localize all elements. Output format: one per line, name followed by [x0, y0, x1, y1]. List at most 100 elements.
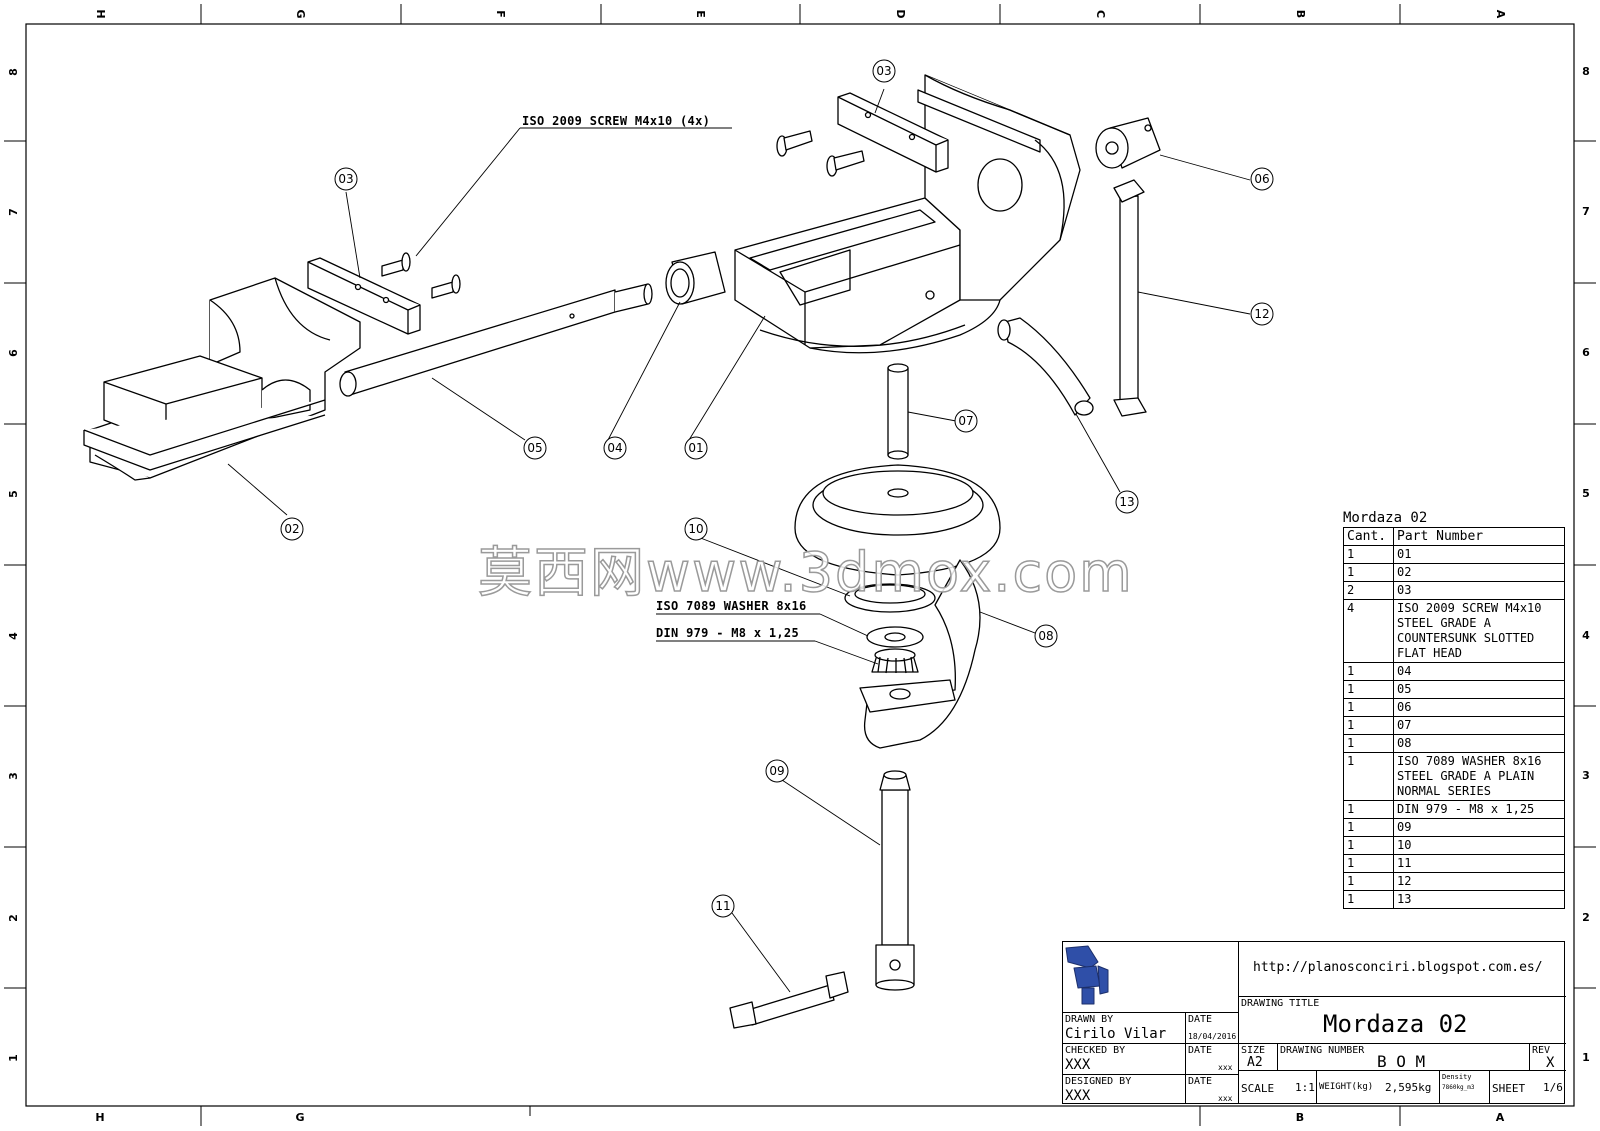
bom-part: DIN 979 - M8 x 1,25	[1393, 800, 1565, 819]
bom-qty: 1	[1343, 836, 1394, 855]
zone-top-H: H	[94, 9, 107, 18]
zone-bottom-G: G	[295, 1111, 304, 1124]
bom-qty: 4	[1343, 599, 1394, 663]
part-05-spindle	[339, 283, 653, 397]
balloon-b03b: 03	[872, 59, 896, 83]
bom-qty: 1	[1343, 818, 1394, 837]
bom-qty: 1	[1343, 698, 1394, 717]
balloon-label-b03a: 03	[338, 172, 353, 186]
zone-top-E: E	[694, 10, 707, 18]
bom-part: 02	[1393, 563, 1565, 582]
zone-top-A: A	[1494, 10, 1507, 19]
bom-part: 04	[1393, 662, 1565, 681]
balloon-label-b02: 02	[284, 522, 299, 536]
bom-qty: 1	[1343, 734, 1394, 753]
title-block: http://planosconciri.blogspot.com.es/ DR…	[1062, 941, 1566, 1104]
part-03-jaw-plate-right	[837, 92, 949, 173]
washer-iso-7089	[866, 626, 924, 648]
bom-header-row: Cant. Part Number	[1343, 527, 1565, 546]
size-label: SIZE	[1241, 1045, 1266, 1056]
weight: 2,595kg	[1385, 1081, 1432, 1094]
drawn-by: Cirilo Vilar	[1065, 1026, 1167, 1042]
bom-part: 13	[1393, 890, 1565, 909]
balloon-label-b04: 04	[607, 441, 622, 455]
balloon-circle-b12	[1250, 302, 1274, 326]
balloon-b05: 05	[523, 436, 547, 460]
balloon-b04: 04	[603, 436, 627, 460]
zone-right-8: 8	[1582, 65, 1590, 78]
part-06-handle-end	[1095, 117, 1161, 169]
leader-lines	[227, 88, 1251, 993]
drawn-date-label: DATE	[1188, 1014, 1213, 1025]
balloon-b03a: 03	[334, 167, 358, 191]
designed-by-label: DESIGNED BY	[1065, 1076, 1132, 1087]
bom-part: 07	[1393, 716, 1565, 735]
drawn-by-label: DRAWN BY	[1065, 1014, 1114, 1025]
bom-part: 05	[1393, 680, 1565, 699]
part-13-lever	[997, 317, 1094, 416]
zone-ticks	[4, 4, 1596, 1126]
scale: 1:1	[1295, 1081, 1315, 1094]
zone-left-2: 2	[7, 914, 20, 922]
checked-date: xxx	[1218, 1063, 1233, 1072]
balloon-b01: 01	[684, 436, 708, 460]
balloon-label-b01: 01	[688, 441, 703, 455]
zone-bottom-B: B	[1296, 1111, 1304, 1124]
bom-qty: 1	[1343, 800, 1394, 819]
balloon-circle-b07	[954, 409, 978, 433]
bom-qty: 1	[1343, 545, 1394, 564]
balloon-b12: 12	[1250, 302, 1274, 326]
density: 7860kg_m3	[1442, 1084, 1475, 1091]
designed-date-label: DATE	[1188, 1076, 1213, 1087]
bom-part: 01	[1393, 545, 1565, 564]
balloon-b13: 13	[1115, 490, 1139, 514]
bom-qty: 1	[1343, 752, 1394, 801]
drawn-date: 18/04/2016	[1188, 1032, 1237, 1041]
bom-qty: 1	[1343, 563, 1394, 582]
part-08-base-clamp	[794, 464, 1001, 749]
sheet-label: SHEET	[1492, 1082, 1526, 1095]
balloon-circle-b11	[711, 894, 735, 918]
note-washer: ISO 7089 WASHER 8x16	[656, 599, 807, 613]
bom-part: ISO 2009 SCREW M4x10 STEEL GRADE A COUNT…	[1393, 599, 1565, 663]
balloon-circle-b10	[684, 517, 708, 541]
zone-right-3: 3	[1582, 769, 1590, 782]
bom-part: ISO 7089 WASHER 8x16 STEEL GRADE A PLAIN…	[1393, 752, 1565, 801]
weight-label: WEIGHT(kg)	[1319, 1082, 1374, 1092]
zone-bottom-H: H	[95, 1111, 104, 1124]
sheet-number: 1/6	[1543, 1081, 1563, 1094]
bom-qty: 1	[1343, 662, 1394, 681]
url[interactable]: http://planosconciri.blogspot.com.es/	[1253, 960, 1543, 975]
zone-top-D: D	[894, 9, 907, 18]
zone-left-6: 6	[7, 349, 20, 357]
bom-part: 09	[1393, 818, 1565, 837]
screws-right	[776, 130, 865, 177]
balloon-circle-b01	[684, 436, 708, 460]
balloon-label-b10: 10	[688, 522, 703, 536]
bom-qty: 1	[1343, 716, 1394, 735]
note-nut: DIN 979 - M8 x 1,25	[656, 626, 799, 640]
bom-qty: 1	[1343, 890, 1394, 909]
size: A2	[1247, 1055, 1263, 1070]
balloon-b11: 11	[711, 894, 735, 918]
bom-part: 08	[1393, 734, 1565, 753]
bom-qty: 1	[1343, 680, 1394, 699]
balloon-circle-b08	[1034, 624, 1058, 648]
zone-right-5: 5	[1582, 487, 1590, 500]
balloon-b02: 02	[280, 517, 304, 541]
balloon-b07: 07	[954, 409, 978, 433]
balloon-circle-b03b	[872, 59, 896, 83]
bom-part: 12	[1393, 872, 1565, 891]
bom-qty: 1	[1343, 872, 1394, 891]
